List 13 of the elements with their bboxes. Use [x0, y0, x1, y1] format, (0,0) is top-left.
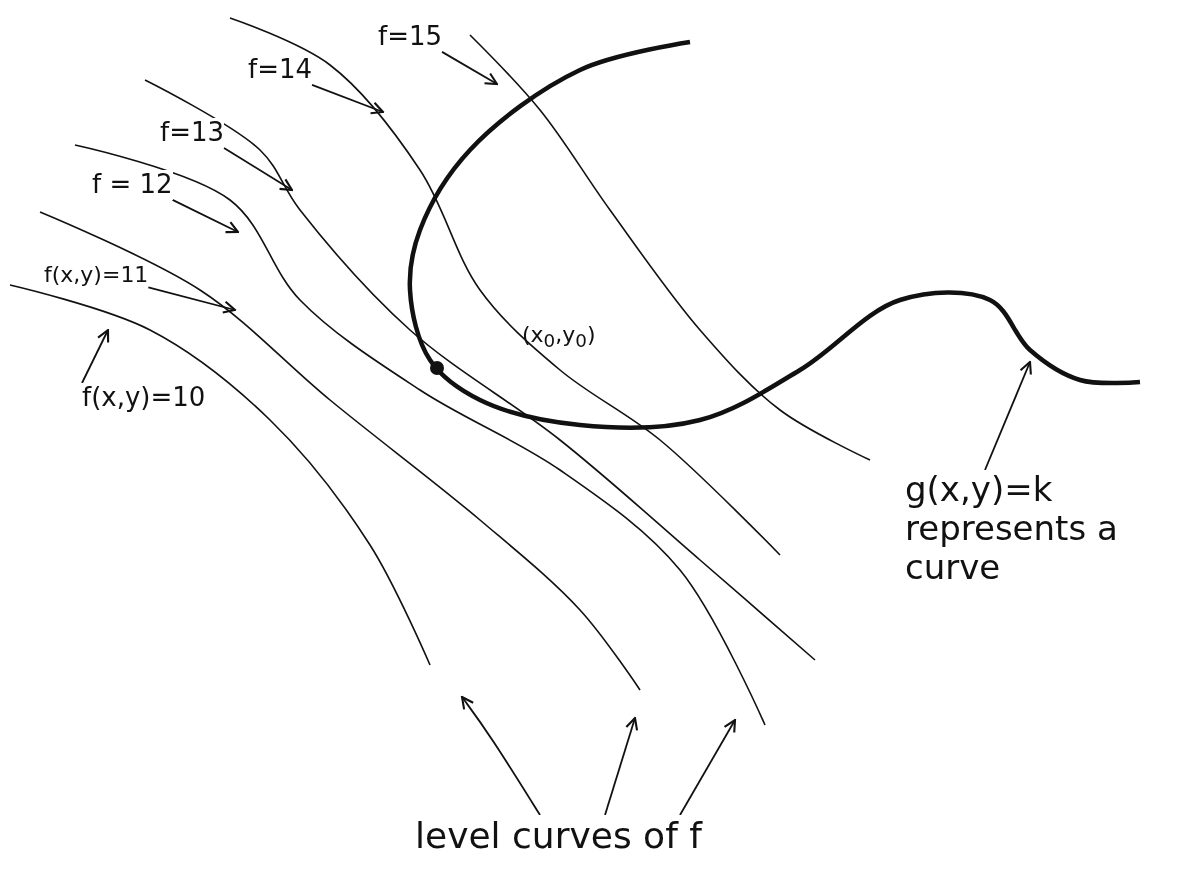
- arrow: [460, 695, 541, 816]
- arrow: [984, 360, 1032, 471]
- arrow: [81, 328, 110, 384]
- arrow: [171, 199, 240, 234]
- curve-label: f(x,y)=10: [82, 383, 206, 413]
- arrow: [679, 718, 737, 816]
- arrow: [223, 147, 294, 192]
- curve-label: f = 12: [92, 170, 173, 200]
- arrow: [311, 84, 385, 115]
- arrow: [604, 716, 639, 816]
- point-label: (x$_{0}$,y$_{0}$): [522, 322, 596, 352]
- arrow: [441, 51, 499, 86]
- arrow: [147, 286, 237, 314]
